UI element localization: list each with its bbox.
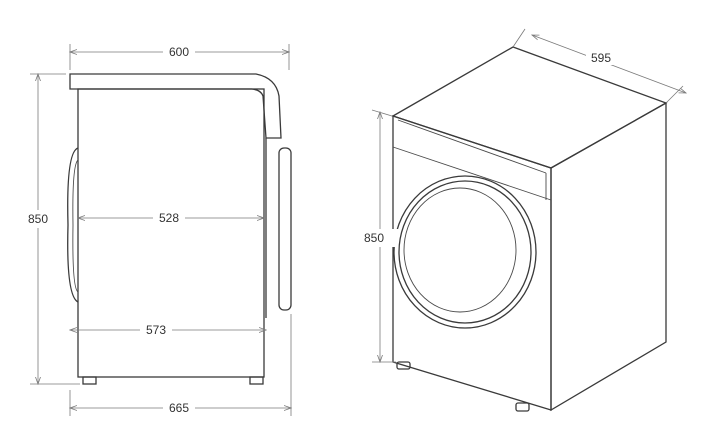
- iso-foot-front-left: [396, 361, 411, 370]
- side-rear-bulge: [67, 147, 79, 303]
- side-foot-left: [82, 376, 97, 385]
- side-view: 600 850 528 573 665: [20, 44, 291, 416]
- side-rear-bulge-inner: [72, 159, 79, 293]
- iso-foot-front-right: [515, 402, 530, 412]
- iso-door-outer: [393, 175, 537, 329]
- isometric-view: 595 850: [362, 28, 686, 412]
- dim-side-body-width: 573: [146, 323, 166, 337]
- iso-top-inner-edge: [397, 119, 547, 174]
- side-door: [278, 147, 292, 311]
- dim-side-total-depth: 665: [169, 401, 189, 415]
- iso-door-ring: [398, 180, 532, 324]
- dim-iso-depth: 595: [591, 51, 611, 65]
- dim-side-height: 850: [28, 212, 48, 226]
- dim-side-top-width: 600: [169, 45, 189, 59]
- iso-door-glass: [403, 187, 517, 313]
- side-foot-right: [249, 376, 264, 385]
- iso-front-face: [392, 115, 552, 411]
- iso-control-panel-line: [392, 146, 552, 201]
- side-top-plate: [69, 73, 282, 139]
- side-body: [77, 88, 265, 378]
- iso-top-face: [391, 46, 668, 169]
- dim-iso-height: 850: [364, 231, 384, 245]
- iso-side-face: [550, 101, 667, 412]
- dim-side-inner-width: 528: [159, 211, 179, 225]
